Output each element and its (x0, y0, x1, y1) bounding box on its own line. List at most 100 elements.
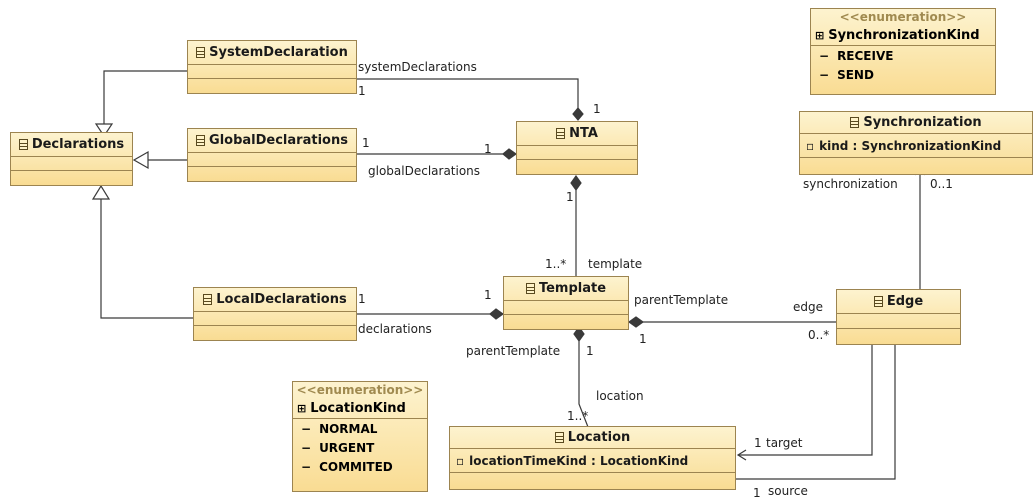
operation-compartment (11, 171, 132, 185)
generalization-arrowhead-global (132, 150, 149, 170)
enum-literal[interactable]: −COMMITED (301, 459, 393, 474)
multiplicity-label: 1 (484, 142, 492, 156)
class-header: Declarations (11, 133, 132, 157)
attribute-compartment (837, 314, 960, 329)
attribute-text: locationTimeKind : LocationKind (469, 454, 689, 468)
class-header: Edge (837, 290, 960, 314)
enum-synchronization-kind[interactable]: <<enumeration>> ⊞ SynchronizationKind −R… (810, 8, 996, 95)
multiplicity-label: 0..* (808, 328, 830, 342)
attribute-icon: ▫ (456, 454, 465, 468)
class-local-declarations[interactable]: LocalDeclarations (193, 287, 357, 341)
operation-compartment (188, 79, 356, 93)
generalization-system-declaration (103, 70, 190, 124)
class-name: NTA (569, 126, 598, 141)
class-header: Template (504, 277, 628, 301)
dash-icon: − (301, 440, 312, 455)
enum-header: ⊞ LocationKind (293, 398, 427, 419)
attribute-compartment (504, 301, 628, 315)
class-name: Template (538, 281, 607, 296)
class-name: Synchronization (863, 115, 982, 130)
class-name: SystemDeclaration (209, 45, 348, 60)
class-icon (850, 117, 860, 128)
enum-literal[interactable]: −NORMAL (301, 421, 378, 436)
association-system-declarations (355, 78, 579, 108)
operation-compartment (517, 160, 637, 174)
operation-compartment (450, 473, 735, 489)
navigability-arrow-target (736, 449, 747, 461)
class-global-declarations[interactable]: GlobalDeclarations (187, 128, 357, 182)
multiplicity-label: 1 (593, 102, 601, 116)
enum-name: LocationKind (310, 400, 406, 416)
role-label-edge: edge (793, 300, 823, 314)
class-header: LocalDeclarations (194, 288, 356, 312)
attribute-compartment (188, 65, 356, 79)
multiplicity-label: 1 (586, 344, 594, 358)
dash-icon: − (819, 67, 830, 82)
operation-compartment (188, 167, 356, 181)
operation-compartment (800, 158, 1032, 174)
attribute-compartment: ▫ locationTimeKind : LocationKind (450, 449, 735, 473)
class-icon (203, 294, 213, 305)
attribute-location-time-kind[interactable]: ▫ locationTimeKind : LocationKind (450, 449, 735, 473)
multiplicity-label: 1..* (545, 257, 567, 271)
operation-compartment (837, 329, 960, 344)
enum-literal[interactable]: −RECEIVE (819, 48, 894, 63)
class-name: GlobalDeclarations (209, 133, 348, 148)
multiplicity-label: 1 (358, 292, 366, 306)
enum-stereotype: <<enumeration>> (839, 10, 967, 24)
composition-diamond-nta-global (502, 148, 518, 160)
operation-compartment (504, 315, 628, 329)
role-label-declarations: declarations (358, 322, 432, 336)
class-header: NTA (517, 122, 637, 146)
dash-icon: − (819, 48, 830, 63)
enum-name: SynchronizationKind (828, 27, 980, 43)
class-icon (196, 47, 206, 58)
multiplicity-label: 0..1 (930, 177, 953, 191)
generalization-arrowhead-local (91, 184, 111, 200)
class-system-declaration[interactable]: SystemDeclaration (187, 40, 357, 94)
attribute-compartment (11, 157, 132, 171)
class-header: Synchronization (800, 112, 1032, 134)
class-template[interactable]: Template (503, 276, 629, 330)
enum-literal[interactable]: −URGENT (301, 440, 375, 455)
class-name: LocalDeclarations (216, 292, 347, 307)
enum-literal[interactable]: −SEND (819, 67, 874, 82)
multiplicity-label: 1..* (567, 409, 589, 423)
class-name: Location (567, 430, 631, 445)
composition-diamond-nta-template (570, 174, 582, 192)
multiplicity-label: 1 (639, 332, 647, 346)
class-header: Location (450, 427, 735, 449)
multiplicity-label: 1 (358, 84, 366, 98)
attribute-icon: ▫ (806, 139, 815, 153)
class-icon (556, 128, 566, 139)
dash-icon: − (301, 459, 312, 474)
multiplicity-label: 1 (566, 190, 574, 204)
association-source (719, 345, 896, 480)
multiplicity-label: 1 (753, 486, 761, 500)
role-label-synchronization: synchronization (803, 177, 898, 191)
class-icon (873, 296, 883, 307)
attribute-compartment (194, 312, 356, 326)
attribute-compartment (517, 146, 637, 160)
class-synchronization[interactable]: Synchronization ▫ kind : Synchronization… (799, 111, 1033, 175)
generalization-local-declarations (100, 199, 193, 319)
class-nta[interactable]: NTA (516, 121, 638, 175)
generalization-arrowhead-system (94, 123, 114, 138)
class-declarations[interactable]: Declarations (10, 132, 133, 186)
operation-compartment (194, 326, 356, 340)
enum-stereotype: <<enumeration>> (296, 383, 424, 397)
role-label-source: source (768, 484, 808, 498)
class-name: Declarations (31, 137, 125, 152)
multiplicity-label: 1 (754, 436, 762, 450)
attribute-kind[interactable]: ▫ kind : SynchronizationKind (800, 134, 1032, 158)
enum-location-kind[interactable]: <<enumeration>> ⊞ LocationKind −NORMAL −… (292, 381, 428, 492)
class-edge[interactable]: Edge (836, 289, 961, 345)
class-location[interactable]: Location ▫ locationTimeKind : LocationKi… (449, 426, 736, 490)
class-icon (525, 283, 535, 294)
multiplicity-label: 1 (362, 136, 370, 150)
composition-diamond-template-local (489, 308, 505, 320)
class-icon (196, 135, 206, 146)
enumeration-icon: ⊞ (815, 28, 825, 42)
composition-diamond-nta-system (572, 107, 584, 121)
